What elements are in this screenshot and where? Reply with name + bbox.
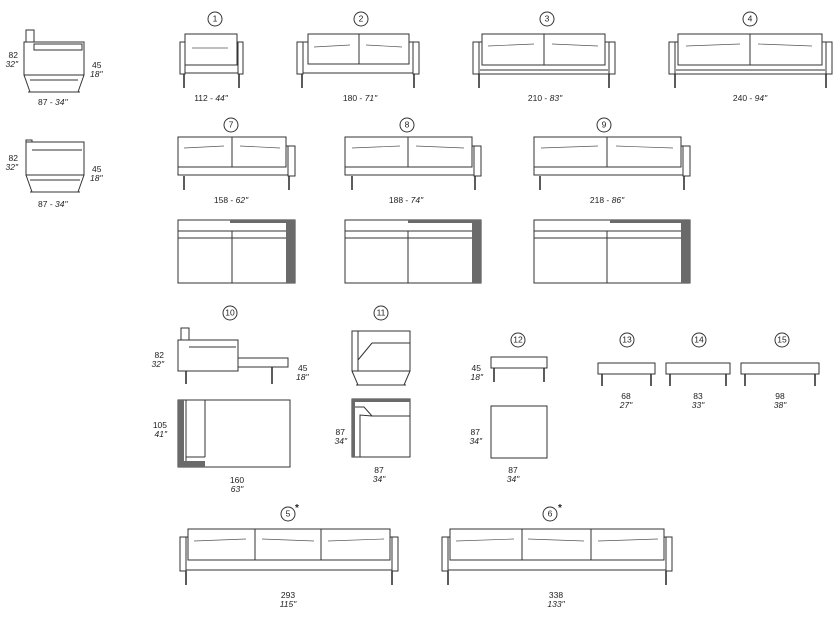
bench-14 — [665, 362, 731, 386]
ottoman-width-in: 34" — [506, 474, 520, 484]
sofa-6-width-cm: 338 — [548, 590, 564, 600]
plan-9 — [533, 219, 691, 284]
chaise-seat-cm: 45 — [298, 363, 308, 373]
side2-seat-in: 18" — [90, 173, 103, 183]
sofa-9 — [533, 136, 691, 190]
sofa-1-width: 112 - 44" — [194, 93, 228, 103]
item-number-11: 11 — [373, 305, 389, 321]
bench-14-in: 33" — [691, 400, 705, 410]
bench-15-in: 38" — [773, 400, 787, 410]
sofa-6-width-in: 133" — [547, 599, 565, 609]
sofa-2-width: 180 - 71" — [342, 93, 378, 103]
sofa-3 — [472, 33, 616, 88]
chaise-10-side — [177, 327, 289, 384]
item-number-6: 6 — [542, 506, 558, 522]
side2-seat-cm: 45 — [92, 164, 102, 174]
item-number-13: 13 — [619, 332, 635, 348]
item-number-2: 2 — [353, 11, 369, 27]
side2-depth: 87 - 34" — [38, 199, 68, 209]
ottoman-12-side — [490, 356, 548, 382]
ottoman-12-plan — [490, 405, 548, 459]
sofa-3-width: 210 - 83" — [527, 93, 563, 103]
sofa-1 — [179, 33, 244, 88]
item-number-3: 3 — [539, 11, 555, 27]
corner-side-in: 34" — [334, 436, 347, 446]
side1-seat-in: 18" — [90, 69, 103, 79]
chaise-height-in: 32" — [151, 359, 164, 369]
sofa-4 — [668, 33, 833, 88]
item-5-star: * — [295, 503, 299, 514]
item-number-14: 14 — [691, 332, 707, 348]
sofa-7 — [177, 136, 296, 190]
item-number-1: 1 — [207, 11, 223, 27]
bench-13-in: 27" — [619, 400, 633, 410]
sofa-5-width-cm: 293 — [280, 590, 296, 600]
plan-7 — [177, 219, 296, 284]
ottoman-seat-in: 18" — [470, 372, 483, 382]
side2-height-in: 32" — [5, 162, 18, 172]
ottoman-side-in: 34" — [469, 436, 482, 446]
chaise-height-cm: 82 — [154, 350, 164, 360]
sofa-6 — [441, 528, 673, 585]
chaise-width-in: 63" — [230, 484, 244, 494]
bench-13-cm: 68 — [621, 391, 631, 401]
chaise-width-cm: 160 — [229, 475, 245, 485]
corner-width-in: 34" — [372, 474, 386, 484]
item-number-4: 4 — [742, 11, 758, 27]
item-number-10: 10 — [222, 305, 238, 321]
item-number-5: 5 — [280, 506, 296, 522]
bench-13 — [597, 362, 656, 386]
plan-8 — [344, 219, 482, 284]
corner-11-plan — [351, 398, 411, 458]
side2-height-cm: 82 — [8, 153, 18, 163]
item-number-12: 12 — [510, 332, 526, 348]
side1-height-cm: 82 — [8, 50, 18, 60]
ottoman-width-cm: 87 — [508, 465, 518, 475]
side-view-back — [23, 29, 85, 93]
corner-side-cm: 87 — [335, 427, 345, 437]
item-number-8: 8 — [399, 117, 415, 133]
ottoman-side-cm: 87 — [470, 427, 480, 437]
sofa-8-width: 188 - 74" — [388, 195, 424, 205]
sofa-9-width: 218 - 86" — [589, 195, 625, 205]
corner-width-cm: 87 — [374, 465, 384, 475]
side1-seat-cm: 45 — [92, 60, 102, 70]
sofa-5-width-in: 115" — [279, 599, 297, 609]
sofa-2 — [296, 33, 420, 88]
chaise-10-plan — [177, 399, 291, 468]
sofa-8 — [344, 136, 482, 190]
chaise-seat-in: 18" — [296, 372, 309, 382]
sofa-5 — [179, 528, 399, 585]
chaise-depth-in: 41" — [154, 429, 167, 439]
chaise-depth-cm: 105 — [152, 420, 167, 430]
side1-height-in: 32" — [5, 59, 18, 69]
side-view-arm — [25, 139, 85, 193]
bench-15 — [740, 362, 820, 386]
sofa-4-width: 240 - 94" — [732, 93, 768, 103]
item-number-15: 15 — [774, 332, 790, 348]
side1-depth: 87 - 34" — [38, 97, 68, 107]
bench-14-cm: 83 — [693, 391, 703, 401]
ottoman-seat-cm: 45 — [471, 363, 481, 373]
item-number-9: 9 — [596, 117, 612, 133]
item-6-star: * — [558, 503, 562, 514]
item-number-7: 7 — [223, 117, 239, 133]
sofa-7-width: 158 - 62" — [213, 195, 249, 205]
bench-15-cm: 98 — [775, 391, 785, 401]
corner-11-front — [351, 330, 411, 386]
